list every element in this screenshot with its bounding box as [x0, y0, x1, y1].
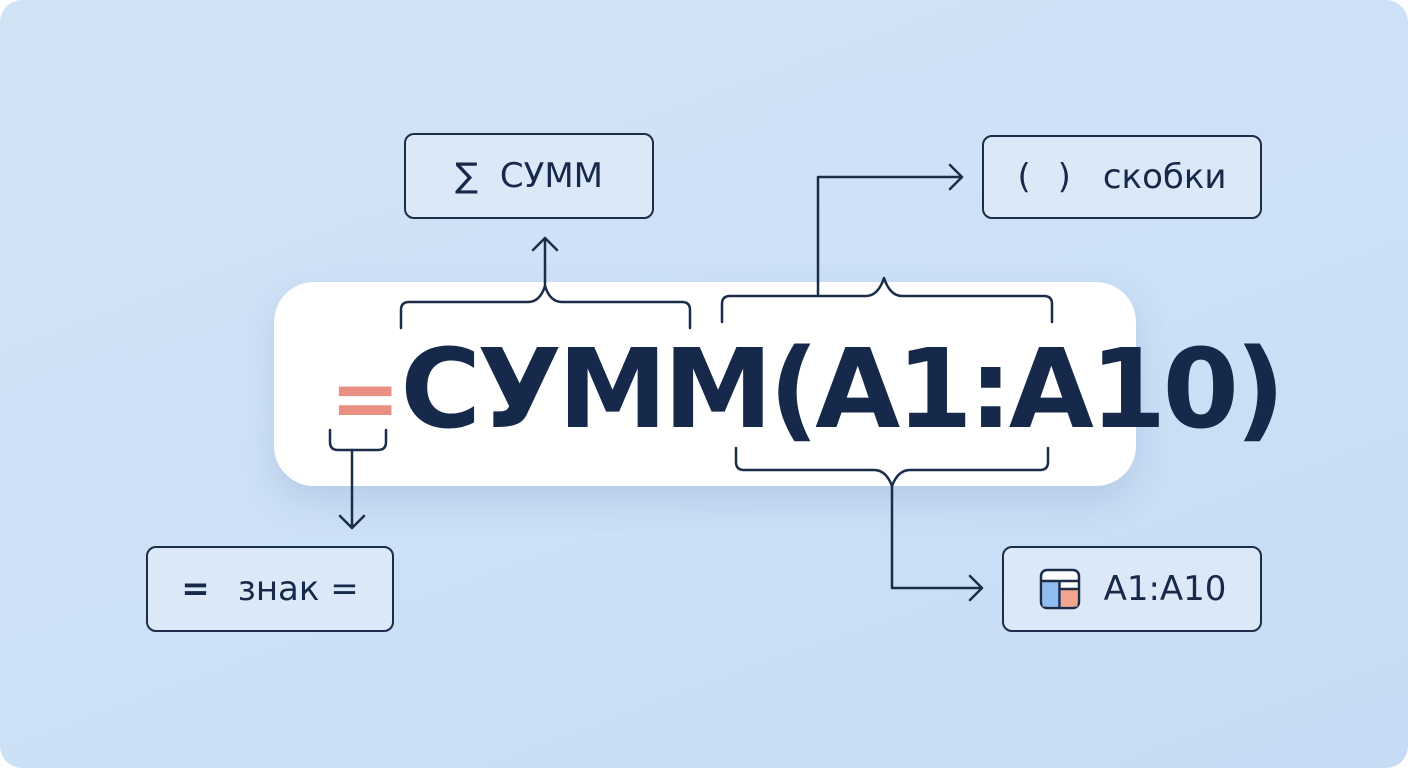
arrow-range	[890, 484, 984, 602]
label-parens-text: скобки	[1102, 157, 1227, 197]
label-equals-text: знак =	[237, 569, 359, 609]
spreadsheet-cells-icon	[1039, 568, 1080, 610]
formula-text: =СУММ(A1:A10)	[330, 324, 1285, 454]
label-sum-text: СУММ	[499, 156, 604, 196]
sigma-icon: ∑	[454, 156, 478, 196]
label-range: A1:A10	[1002, 546, 1262, 632]
label-sum: ∑ СУММ	[404, 133, 654, 219]
parentheses-icon: ( )	[1017, 157, 1079, 197]
equals-icon: =	[181, 569, 210, 609]
label-range-text: A1:A10	[1103, 569, 1227, 609]
formula-body: СУММ(A1:A10)	[400, 325, 1285, 453]
arrow-parens	[816, 163, 964, 298]
arrow-sum	[531, 236, 559, 288]
formula-equals-sign: =	[330, 349, 401, 447]
label-parens: ( ) скобки	[982, 135, 1262, 219]
label-equals: = знак =	[146, 546, 394, 632]
